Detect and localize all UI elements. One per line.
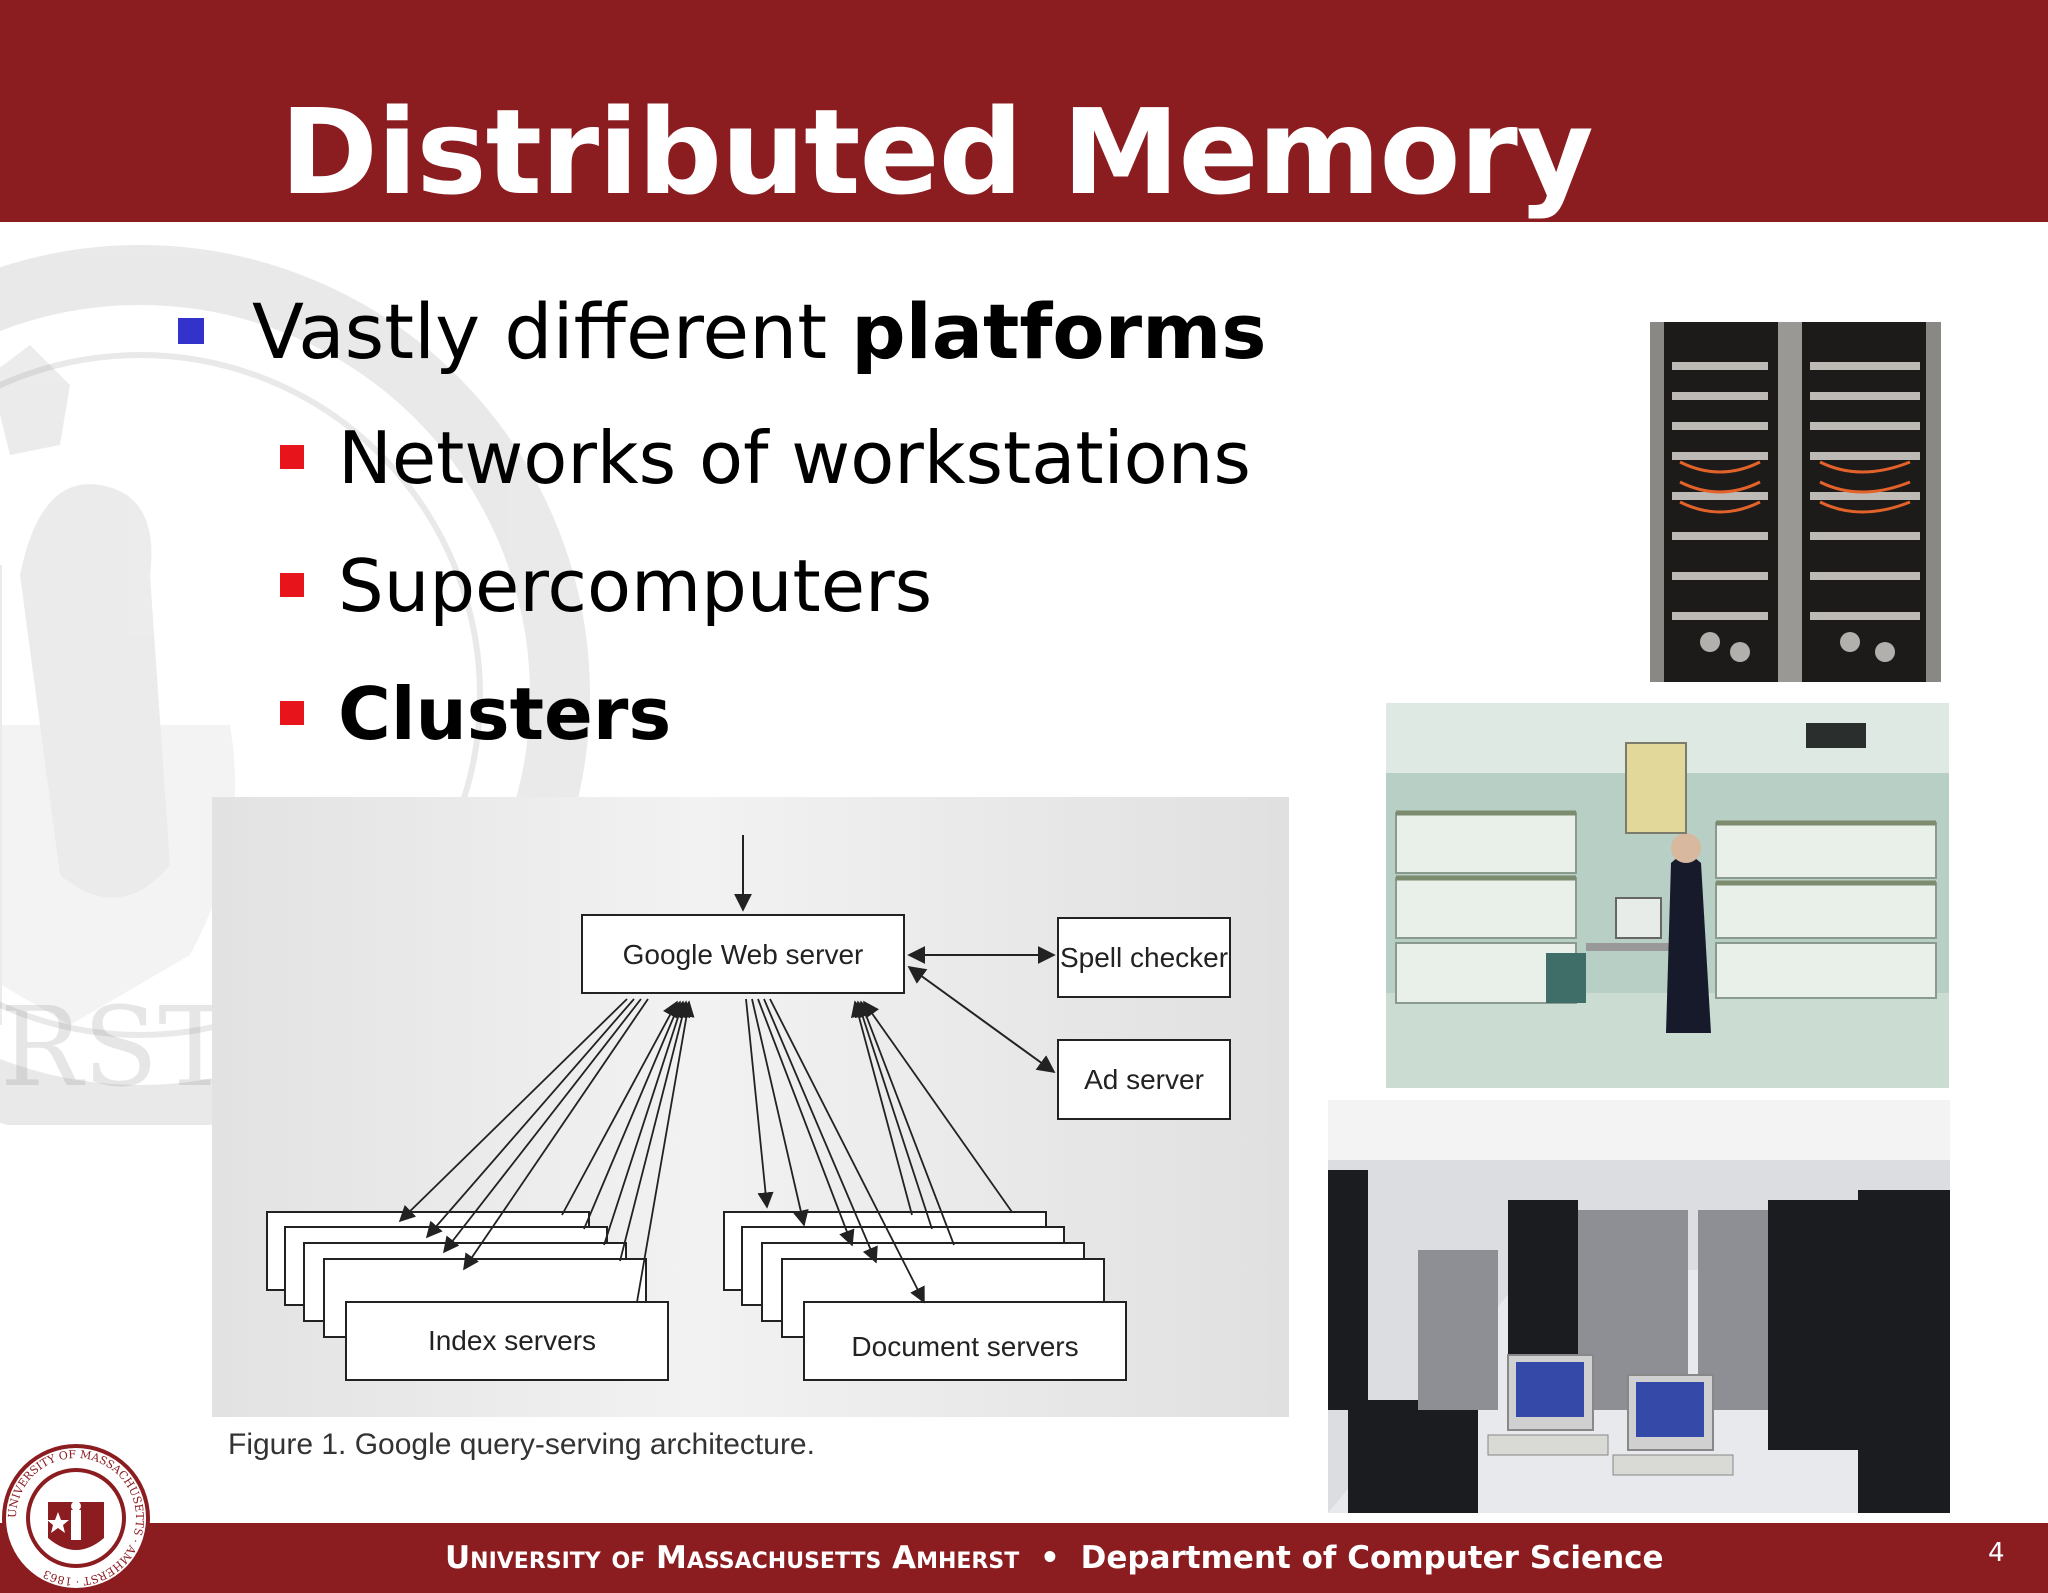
index-response-arrows (561, 1000, 695, 1303)
ad-link (907, 965, 1056, 1074)
bullet-text: Vastly different (252, 287, 852, 376)
footer-separator: • (1040, 1540, 1060, 1576)
sub-bullet-clusters: Clusters (280, 668, 671, 760)
architecture-figure: Google Web server Spell checker Ad serve… (212, 797, 1289, 1417)
bullet-square-icon (280, 701, 304, 726)
sub-bullet-text: Supercomputers (338, 544, 933, 628)
slide-title: Distributed Memory (280, 83, 1594, 221)
index-servers-stack (266, 1211, 669, 1381)
supercomputer-room-photo (1328, 1100, 1950, 1513)
spell-checker-label: Spell checker (1060, 942, 1228, 973)
architecture-diagram: Google Web server Spell checker Ad serve… (266, 835, 1231, 1381)
workstation-cluster-photo (1386, 703, 1949, 1088)
sub-bullet-text: Networks of workstations (338, 416, 1251, 500)
document-response-arrows (850, 1000, 1013, 1246)
footer-text: University of Massachusetts Amherst • De… (445, 1536, 1664, 1580)
seal-text: RST (0, 983, 232, 1111)
document-servers-label: Document servers (851, 1331, 1078, 1362)
footer-bar (0, 1523, 2048, 1593)
sub-bullet-text: Clusters (338, 672, 672, 756)
bullet-emphasis: platforms (851, 287, 1267, 376)
ad-server-box (1057, 1039, 1231, 1120)
sub-bullet-supercomputers: Supercomputers (280, 540, 932, 632)
page-number: 4 (1988, 1538, 2005, 1568)
umass-logo: UNIVERSITY OF MASSACHUSETTS · AMHERST · … (2, 1444, 150, 1592)
document-request-arrows (745, 998, 925, 1304)
figure-caption: Figure 1. Google query-serving architect… (228, 1428, 815, 1461)
sub-bullet-networks: Networks of workstations (280, 412, 1251, 504)
spell-checker-box (1057, 917, 1231, 998)
server-rack-photo (1650, 322, 1941, 682)
bullet-square-icon (280, 573, 304, 598)
footer-university: University of Massachusetts Amherst (445, 1540, 1020, 1576)
document-servers-stack (723, 1211, 1127, 1381)
index-servers-label: Index servers (428, 1325, 596, 1356)
watermark-seal: RST (0, 245, 590, 1125)
web-server-label: Google Web server (623, 939, 864, 970)
title-bar (0, 0, 2048, 222)
bullet-square-icon (280, 445, 304, 470)
index-request-arrows (398, 998, 649, 1271)
bullet-platforms: Vastly different platforms (178, 284, 1267, 380)
footer-department: Department of Computer Science (1080, 1540, 1664, 1576)
web-server-box (581, 914, 905, 994)
ad-server-label: Ad server (1084, 1064, 1204, 1095)
bullet-square-icon (178, 318, 204, 344)
